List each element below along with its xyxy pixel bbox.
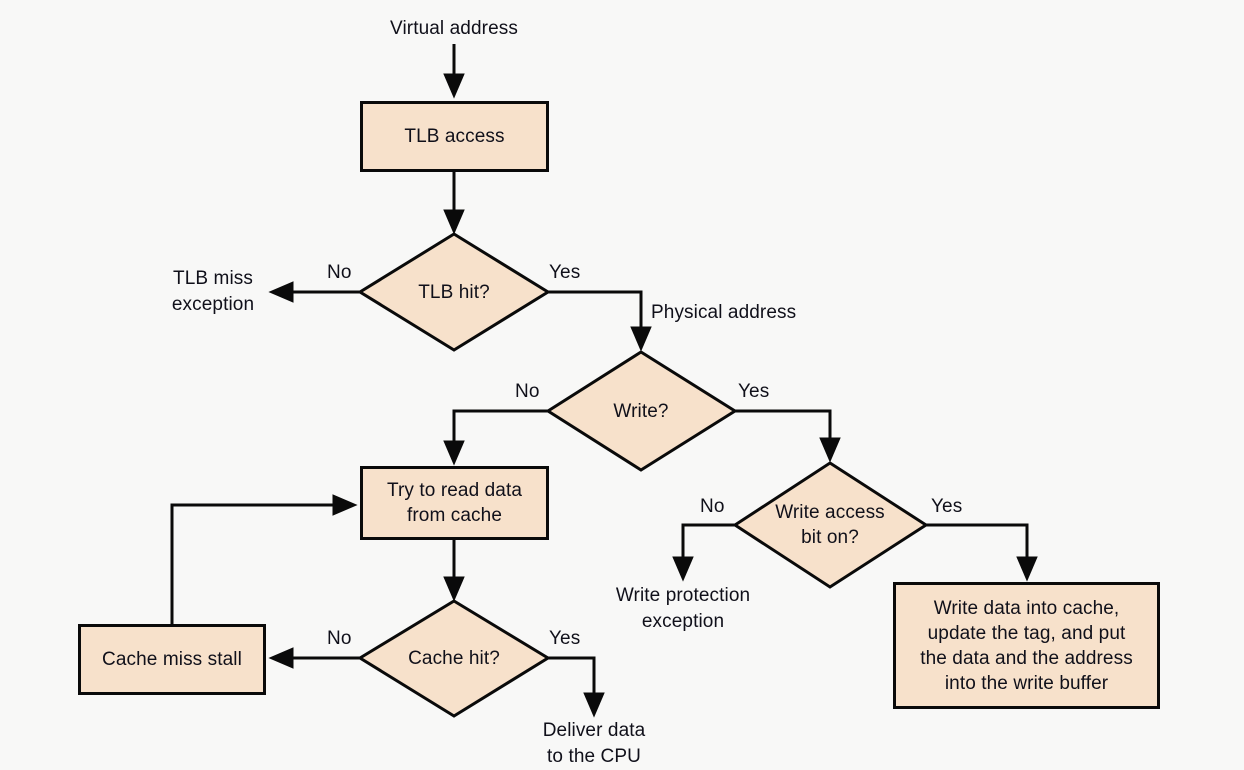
node-tlb-hit-label[interactable]: TLB hit?	[418, 282, 490, 303]
node-virtual-address: Virtual address	[390, 18, 518, 39]
edge-tlbhit-yes-to-write	[548, 290, 652, 352]
node-write-data-into-cache[interactable]: Write data into cache, update the tag, a…	[893, 582, 1160, 709]
edge-label-cache-hit-no: No	[327, 628, 352, 649]
edge-write-yes-to-writeaccessbit	[735, 409, 841, 463]
node-cache-miss-stall-label: Cache miss stall	[102, 649, 242, 670]
node-try-to-read-data[interactable]: Try to read data from cache	[360, 466, 549, 540]
edge-label-write-access-yes: Yes	[931, 496, 963, 517]
node-write-label[interactable]: Write?	[613, 401, 669, 422]
node-write-data-into-cache-label: Write data into cache, update the tag, a…	[920, 597, 1133, 694]
node-try-to-read-data-label: Try to read data from cache	[386, 480, 523, 526]
node-physical-address: Physical address	[651, 302, 797, 323]
node-deliver-data: Deliver data to the CPU	[542, 720, 646, 767]
edge-write-no-to-tryread	[443, 409, 548, 466]
node-tlb-miss-exception: TLB miss exception	[171, 268, 255, 315]
node-cache-miss-stall[interactable]: Cache miss stall	[78, 624, 266, 695]
edge-cachemissstall-to-tryread	[170, 494, 358, 624]
edge-label-tlb-hit-yes: Yes	[549, 262, 581, 283]
node-write-access-bit-label[interactable]: Write access bit on?	[775, 502, 885, 548]
edge-cachehit-yes-to-deliverdata	[548, 656, 605, 718]
edge-writeaccessbit-yes-to-writedata	[926, 523, 1038, 582]
edge-label-write-yes: Yes	[738, 381, 770, 402]
edge-label-write-access-no: No	[700, 496, 725, 517]
node-write-protection-exception: Write protection exception	[615, 585, 751, 632]
node-cache-hit-label[interactable]: Cache hit?	[408, 648, 500, 669]
edge-label-tlb-hit-no: No	[327, 262, 352, 283]
edge-label-write-no: No	[515, 381, 540, 402]
node-tlb-access-label: TLB access	[404, 126, 505, 147]
edge-writeaccessbit-no-to-writeprotection	[672, 523, 735, 582]
node-tlb-access[interactable]: TLB access	[360, 101, 549, 172]
edge-label-cache-hit-yes: Yes	[549, 628, 581, 649]
